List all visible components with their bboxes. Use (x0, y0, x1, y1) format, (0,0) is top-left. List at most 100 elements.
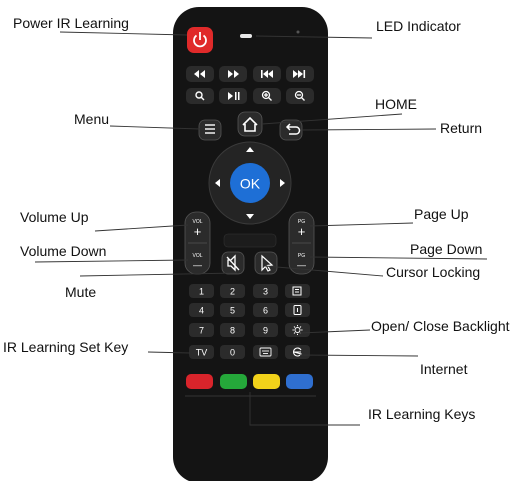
page-plus-label: + (298, 224, 306, 239)
leader-page-up (309, 222, 414, 227)
label-mute: Mute (65, 284, 97, 300)
center-slot (223, 233, 277, 248)
label-page-up: Page Up (414, 206, 469, 222)
leader-return (301, 128, 437, 131)
leader-home (261, 113, 403, 125)
dpad-up-icon (246, 147, 254, 152)
internet-icon (293, 347, 302, 357)
leader-menu (109, 125, 201, 130)
volume-minus-label: — (193, 260, 202, 270)
volume-down-vol-label: VOL (192, 253, 202, 259)
key-4[interactable] (189, 303, 214, 317)
label-return: Return (440, 120, 483, 136)
key-2[interactable] (220, 284, 245, 298)
key-7[interactable] (189, 323, 214, 337)
keyboard-icon (259, 347, 272, 357)
key-0[interactable] (220, 345, 245, 359)
tv-button[interactable] (189, 345, 214, 359)
dpad-right-icon (280, 179, 285, 187)
yellow-key[interactable] (253, 374, 280, 389)
leader-volume-down (34, 259, 189, 263)
page-down-pg-label: PG (298, 253, 305, 259)
key-0-label: 0 (230, 348, 235, 358)
rewind-icon (194, 70, 205, 78)
key-8[interactable] (220, 323, 245, 337)
key-1[interactable] (189, 284, 214, 298)
label-page-down: Page Down (410, 241, 483, 257)
key-9[interactable] (253, 323, 278, 337)
search-icon (195, 91, 205, 101)
leader-led (255, 35, 373, 39)
leader-lines (34, 31, 488, 426)
next-track-icon (293, 70, 306, 78)
key-2-label: 2 (230, 287, 235, 297)
notes-icon (292, 286, 302, 296)
key-caps[interactable] (253, 345, 278, 359)
menu-icon (205, 124, 215, 134)
fast-forward-icon (228, 70, 239, 78)
label-cursor-locking: Cursor Locking (386, 264, 481, 280)
ok-button[interactable] (230, 163, 270, 203)
ir-sensor-dot (296, 30, 300, 34)
cursor-lock-button[interactable] (254, 251, 278, 275)
leader-ir-keys (249, 392, 360, 426)
leader-internet (299, 354, 419, 357)
ok-label: OK (240, 176, 261, 192)
key-5[interactable] (220, 303, 245, 317)
leader-mute (79, 272, 238, 277)
label-led-indicator: LED Indicator (376, 18, 461, 34)
key-7-label: 7 (199, 326, 204, 336)
zoom-in-icon (261, 90, 272, 101)
leader-backlight (299, 329, 371, 334)
label-menu: Menu (74, 111, 110, 127)
green-key[interactable] (220, 374, 247, 389)
leader-volume-up (94, 224, 189, 232)
search-button[interactable] (186, 88, 214, 104)
page-up-pg-label: PG (298, 219, 305, 225)
info-icon (293, 305, 302, 315)
home-button[interactable] (237, 111, 263, 137)
tv-label: TV (196, 348, 208, 358)
menu-button[interactable] (198, 119, 222, 141)
key-6-label: 6 (263, 306, 268, 316)
label-ir-learning-set-key: IR Learning Set Key (3, 339, 129, 355)
leader-ir-set (147, 351, 191, 354)
return-icon (285, 123, 301, 135)
backlight-button[interactable] (285, 323, 310, 337)
zoom-out-icon (294, 90, 305, 101)
label-home: HOME (375, 96, 417, 112)
zoom-in-button[interactable] (253, 88, 281, 104)
key-3[interactable] (253, 284, 278, 298)
mute-icon (226, 254, 240, 272)
key-1-label: 1 (199, 287, 204, 297)
page-minus-label: — (297, 260, 306, 270)
volume-up-vol-label: VOL (192, 219, 202, 225)
play-pause-icon (228, 92, 240, 100)
key-4-label: 4 (199, 306, 204, 316)
media-row-2 (186, 88, 314, 104)
cursor-lock-icon (261, 254, 274, 272)
zoom-out-button[interactable] (286, 88, 314, 104)
key-notes[interactable] (285, 284, 310, 298)
number-pad: 1 2 3 4 5 6 7 8 9 TV 0 (189, 284, 310, 359)
media-row-1 (186, 66, 314, 82)
label-power-ir-learning: Power IR Learning (13, 15, 129, 31)
key-5-label: 5 (230, 306, 235, 316)
key-3-label: 3 (263, 287, 268, 297)
leader-page-down (309, 256, 488, 260)
power-icon (193, 32, 207, 48)
red-key[interactable] (186, 374, 213, 389)
label-internet: Internet (420, 361, 468, 377)
key-6[interactable] (253, 303, 278, 317)
leader-cursor-lock (264, 265, 384, 277)
key-8-label: 8 (230, 326, 235, 336)
label-volume-down: Volume Down (20, 243, 107, 259)
label-ir-learning-keys: IR Learning Keys (368, 406, 476, 422)
return-button[interactable] (279, 119, 303, 141)
blue-key[interactable] (286, 374, 313, 389)
leader-power (59, 31, 188, 36)
label-open-close-backlight: Open/ Close Backlight (371, 318, 510, 334)
home-icon (242, 116, 258, 132)
color-keys (186, 374, 313, 389)
